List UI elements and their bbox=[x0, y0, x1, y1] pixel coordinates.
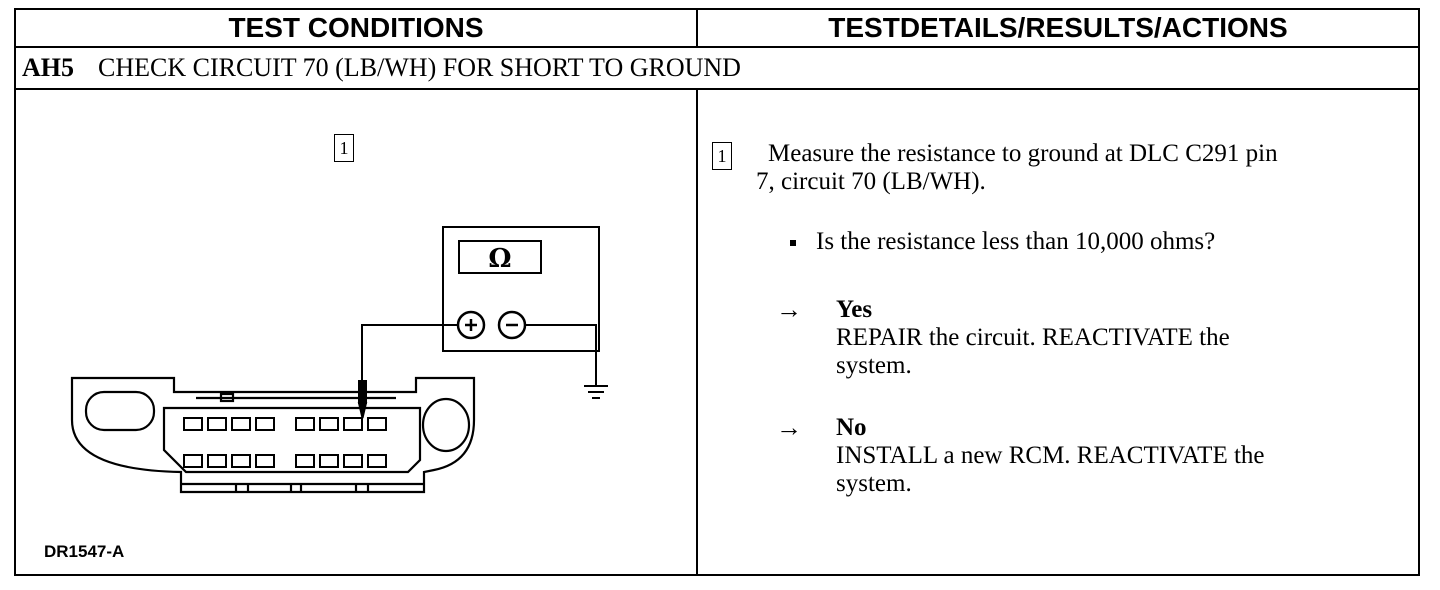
instruction-line-2: 7, circuit 70 (LB/WH). bbox=[756, 168, 986, 195]
ohmmeter bbox=[442, 226, 600, 352]
step-id: AH5 bbox=[22, 53, 74, 82]
ohm-symbol: Ω bbox=[488, 244, 511, 274]
column-divider bbox=[696, 90, 698, 574]
ground-icon bbox=[584, 385, 608, 399]
no-label: No bbox=[836, 414, 867, 441]
pin-row-top bbox=[183, 417, 387, 431]
test-details-header: TESTDETAILS/RESULTS/ACTIONS bbox=[698, 10, 1418, 48]
yes-label: Yes bbox=[836, 296, 873, 323]
no-action-line-1: INSTALL a new RCM. REACTIVATE the bbox=[836, 442, 1265, 469]
step-title: CHECK CIRCUIT 70 (LB/WH) FOR SHORT TO GR… bbox=[98, 53, 741, 82]
yes-arrow-icon: → bbox=[776, 295, 802, 324]
probe-tip-icon bbox=[357, 380, 368, 419]
positive-terminal-icon bbox=[456, 310, 486, 340]
figure-step-marker: 1 bbox=[334, 134, 354, 162]
test-conditions-cell: 1 Ω bbox=[16, 90, 696, 574]
no-action-line-2: system. bbox=[836, 470, 912, 497]
dlc-connector bbox=[70, 376, 476, 494]
test-leads bbox=[361, 324, 597, 385]
no-arrow-icon: → bbox=[776, 413, 802, 442]
connector-diagram: Ω bbox=[70, 226, 608, 494]
yes-action-line-2: system. bbox=[836, 352, 912, 379]
test-table: TEST CONDITIONS TESTDETAILS/RESULTS/ACTI… bbox=[14, 8, 1420, 576]
yes-action-line-1: REPAIR the circuit. REACTIVATE the bbox=[836, 324, 1230, 351]
bullet-icon bbox=[790, 240, 796, 246]
negative-terminal-icon bbox=[497, 310, 527, 340]
test-conditions-header: TEST CONDITIONS bbox=[16, 10, 698, 48]
instruction-line-1: Measure the resistance to ground at DLC … bbox=[768, 140, 1278, 167]
pin-row-bottom bbox=[183, 454, 387, 468]
test-details-cell: 1 Measure the resistance to ground at DL… bbox=[698, 90, 1418, 574]
figure-id: DR1547-A bbox=[44, 542, 125, 561]
step-title-row: AH5 CHECK CIRCUIT 70 (LB/WH) FOR SHORT T… bbox=[16, 48, 1418, 90]
details-step-marker: 1 bbox=[712, 142, 732, 170]
question-text: Is the resistance less than 10,000 ohms? bbox=[816, 228, 1216, 255]
